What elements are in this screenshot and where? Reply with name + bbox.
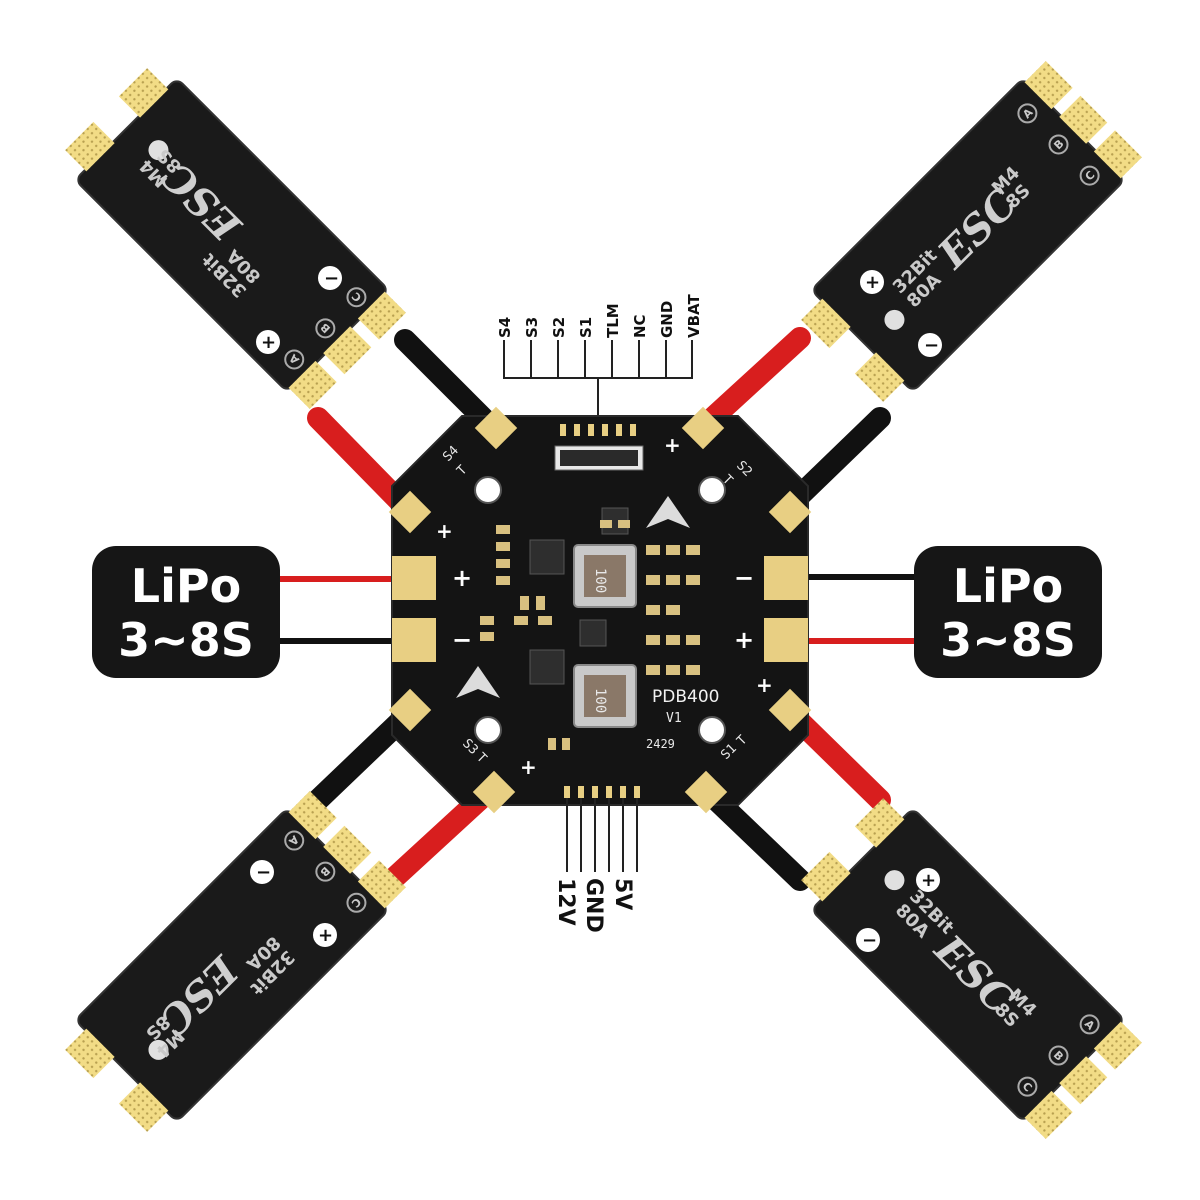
- pin-label-s3: S3: [523, 317, 541, 338]
- top-connector-pinout: S4 S3 S2 S1 TLM NC GND VBAT: [496, 294, 703, 461]
- corner-sign-tr-plus: +: [664, 433, 681, 457]
- orientation-arrow-top: [646, 496, 690, 528]
- pin-label-s2: S2: [550, 317, 568, 338]
- lipo-left-box: LiPo 3~8S: [92, 546, 280, 678]
- inductor-bottom: 100: [573, 664, 637, 728]
- battery-leads: [272, 574, 918, 644]
- smd-components: [480, 520, 700, 750]
- bottom-connector-pinout: 12V GND 5V: [553, 798, 638, 933]
- wire-tr-red: [694, 327, 811, 436]
- pin-label-vbat: VBAT: [685, 294, 703, 338]
- pin-label-gnd-top: GND: [658, 301, 676, 338]
- esc-top-left: A B C 32Bit 80A ESC M4 8S: [65, 68, 406, 409]
- pin-label-gnd-bottom: GND: [581, 878, 606, 933]
- pad-left-top-sign: +: [452, 564, 472, 592]
- pad-right-positive: [764, 618, 808, 662]
- esc-br-minus: −: [862, 930, 877, 951]
- esc-bottom-left: C B A 32Bit 80A ESC M4 8S: [65, 791, 406, 1132]
- esc-tl-minus: −: [324, 268, 339, 289]
- lipo-right-box: LiPo 3~8S: [914, 546, 1102, 678]
- pin-label-s1: S1: [577, 317, 595, 338]
- pin-label-s4: S4: [496, 317, 514, 338]
- lipo-right-line1: LiPo: [953, 559, 1063, 613]
- pad-tl-a: [474, 406, 518, 450]
- mounting-holes: [474, 476, 726, 744]
- esc-bottom-right: A B C 32Bit 80A ESC M4 8S: [801, 798, 1142, 1139]
- pin-label-5v: 5V: [610, 878, 635, 910]
- pad-left-bottom-sign: −: [452, 626, 472, 654]
- esc-top-right: A B C 32Bit 80A ESC M4 8S: [801, 61, 1142, 402]
- pad-right-bottom-sign: +: [734, 626, 754, 654]
- pin-label-12v: 12V: [553, 878, 578, 926]
- lipo-left-line1: LiPo: [131, 559, 241, 613]
- inductor-top-marking: 100: [592, 568, 608, 593]
- bottom-connector: [564, 786, 640, 798]
- esc-polarity-markers: − + + − − + + −: [250, 266, 942, 952]
- lipo-right-line2: 3~8S: [940, 613, 1076, 667]
- esc-tr-minus: −: [924, 335, 939, 356]
- orientation-arrow-bottom: [456, 666, 500, 698]
- pad-right-negative: [764, 556, 808, 600]
- pad-left-negative: [392, 618, 436, 662]
- esc-bl-minus: −: [256, 862, 271, 883]
- esc-bl-plus-marker: +: [318, 925, 333, 946]
- board-name: PDB400: [652, 687, 719, 707]
- lipo-left-line2: 3~8S: [118, 613, 254, 667]
- inductor-bottom-marking: 100: [592, 688, 608, 713]
- corner-sign-br-plus: +: [756, 673, 773, 697]
- pin-label-nc: NC: [631, 314, 649, 338]
- pad-right-top-sign: −: [734, 564, 754, 592]
- ic-chips: [529, 507, 629, 685]
- pad-left-positive: [392, 556, 436, 600]
- wire-br-black: [697, 781, 811, 891]
- top-connector: [554, 424, 644, 471]
- board-date-code: 2429: [646, 737, 675, 751]
- pin-label-tlm: TLM: [604, 303, 622, 338]
- esc-br-plus-marker: +: [921, 870, 936, 891]
- corner-sign-bl-plus: +: [520, 755, 537, 779]
- pdb-board: + − − + S4 T S2 T S3 T: [388, 406, 812, 814]
- esc-tr-plus-marker: +: [865, 272, 880, 293]
- inductor-top: 100: [573, 544, 637, 608]
- corner-sign-tl-plus: +: [436, 519, 453, 543]
- board-version: V1: [666, 711, 682, 726]
- esc-tl-plus-marker: +: [261, 332, 276, 353]
